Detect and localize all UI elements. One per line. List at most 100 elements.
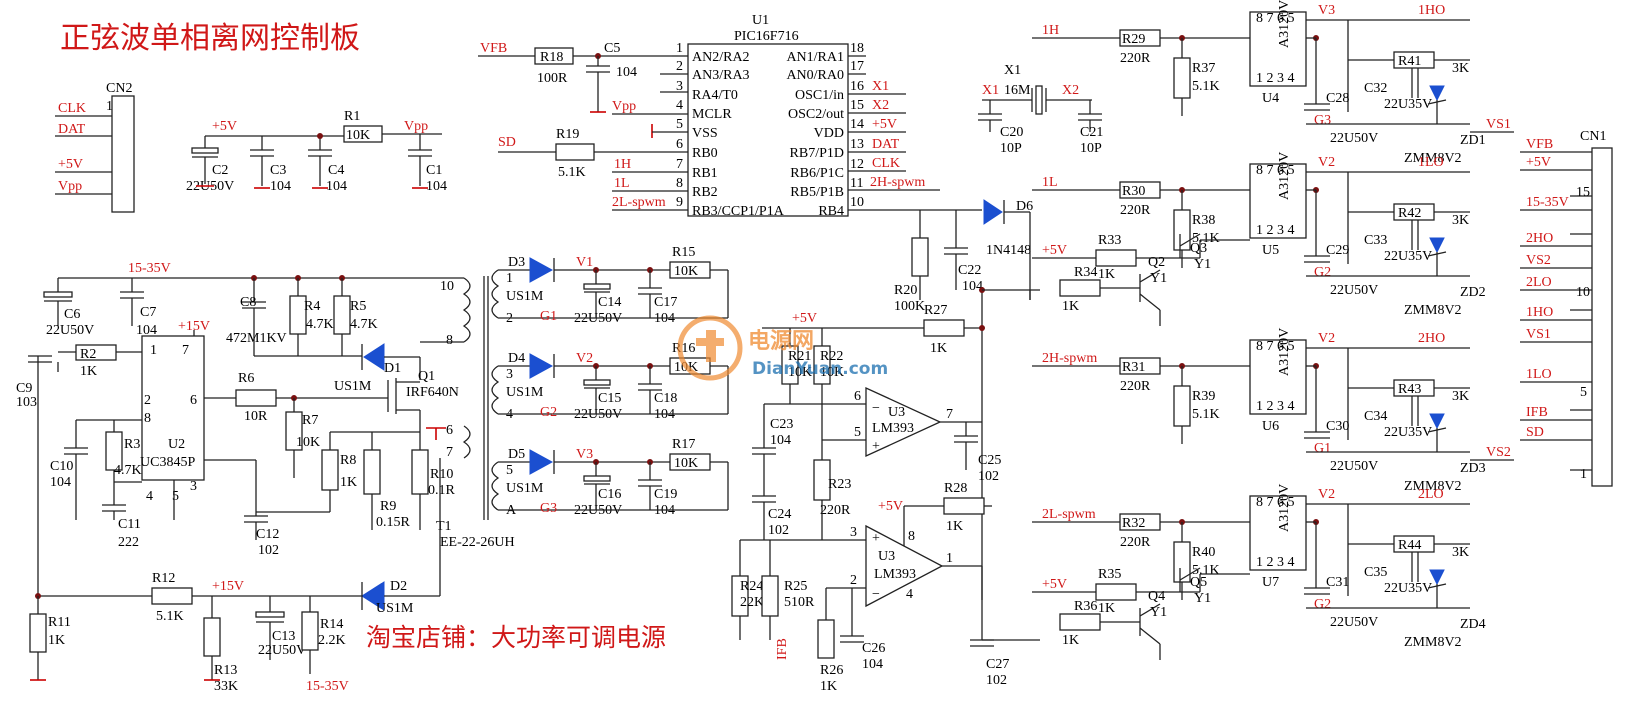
c3-ref: C3 <box>270 163 286 178</box>
bias-res-ref: R16 <box>672 341 695 356</box>
driver-out-res-ref: R43 <box>1398 382 1421 397</box>
decoupling-group: +5V C2 22U50V C3 104 C4 104 R1 10K Vpp C… <box>186 109 447 194</box>
opto-part: A3120V <box>1277 328 1292 376</box>
u2-ref: U2 <box>168 437 185 452</box>
driver-gnd-label: G1 <box>1314 441 1331 456</box>
watermark-logo-text: 电源网 <box>748 329 814 354</box>
d6-ref: D6 <box>1016 199 1033 214</box>
c6-ref: C6 <box>64 307 80 322</box>
r11-ref: R11 <box>48 615 71 630</box>
zener-val: ZMM8V2 <box>1404 479 1462 494</box>
shop-note: 淘宝店铺：大功率可调电源 <box>366 623 666 652</box>
r8-ref: R8 <box>340 453 356 468</box>
watermark: 电源网 DianYuan.com <box>677 315 888 381</box>
driver-input-res-ref: R30 <box>1122 184 1145 199</box>
opto-bottom-pins: 1 2 3 4 <box>1256 555 1295 570</box>
c11-val: 222 <box>118 535 139 550</box>
driver-supply-label: V2 <box>1318 331 1335 346</box>
transistor-b-ref: Q3 <box>1190 241 1207 256</box>
cn1-label: CN1 <box>1580 129 1606 144</box>
c26-ref: C26 <box>862 641 885 656</box>
bias-cap-ref: C16 <box>598 487 621 502</box>
zener-ref: ZD3 <box>1460 461 1486 476</box>
opto-bottom-pins: 1 2 3 4 <box>1256 399 1295 414</box>
r21-val: 10K <box>788 365 812 380</box>
cn1-signal-label: 15-35V <box>1526 195 1569 210</box>
bias-gate-label: G1 <box>540 309 557 324</box>
secondary-pin-a: 3 <box>506 367 513 382</box>
pullup-res-val: 1K <box>1098 267 1115 282</box>
t1-ref: T1 <box>436 519 452 534</box>
net-dat-u1: DAT <box>872 137 900 152</box>
x1-ref: X1 <box>1004 63 1021 78</box>
q1-ref: Q1 <box>418 369 435 384</box>
u1-right-pin-name: RB5/P1B <box>790 185 844 200</box>
cn1-pin15: 15 <box>1576 185 1590 200</box>
u1-left-pin-name: RB2 <box>692 185 718 200</box>
net-x2-u1: X2 <box>872 98 889 113</box>
driver-gnd-label: G2 <box>1314 265 1331 280</box>
t1-pin10: 10 <box>440 279 454 294</box>
r9-ref: R9 <box>380 499 396 514</box>
c25-ref: C25 <box>978 453 1001 468</box>
u2-pin7: 7 <box>182 343 189 358</box>
c12-val: 102 <box>258 543 279 558</box>
driver-out-res-val: 3K <box>1452 213 1469 228</box>
zener-ref: ZD1 <box>1460 133 1486 148</box>
driver-output-label: 2HO <box>1418 331 1445 346</box>
t1-part: EE-22-26UH <box>440 535 515 550</box>
zener-val: ZMM8V2 <box>1404 635 1462 650</box>
bias-cap-ref: C15 <box>598 391 621 406</box>
net-vfb-in: VFB <box>480 41 507 56</box>
r20-val: 100K <box>894 299 925 314</box>
r19-val: 5.1K <box>558 165 586 180</box>
c23-val: 104 <box>770 433 791 448</box>
c13-val: 22U50V <box>258 643 306 658</box>
net-5v-u3b: +5V <box>878 499 903 514</box>
u1-right-pin-name: VDD <box>814 126 844 141</box>
driver-vs-label: VS2 <box>1486 445 1511 460</box>
t1-pin8: 8 <box>446 333 453 348</box>
net-5v-u1: +5V <box>872 117 897 132</box>
cn2-clk: CLK <box>58 101 86 116</box>
u3b-ref: U3 <box>878 549 895 564</box>
u1-right-pin-num: 12 <box>850 157 864 172</box>
r3-val: 4.7K <box>114 463 142 478</box>
u1-right-pin-num: 17 <box>850 59 864 74</box>
r23-ref: R23 <box>828 477 851 492</box>
driver-input-label: 2H-spwm <box>1042 351 1097 366</box>
r1-val: 10K <box>346 128 370 143</box>
r22-val: 10K <box>820 365 844 380</box>
d1-ref: D1 <box>384 361 401 376</box>
bias-voltage-label: V2 <box>576 351 593 366</box>
driver-supply-label: V2 <box>1318 155 1335 170</box>
u1-right-pin-num: 11 <box>850 176 863 191</box>
opto-part: A3120V <box>1277 0 1292 48</box>
transistor-b-ref: Q5 <box>1190 575 1207 590</box>
u1-left-pin-num: 4 <box>676 98 683 113</box>
base-res-val: 1K <box>1062 633 1079 648</box>
driver-input-res-val: 220R <box>1120 203 1151 218</box>
c21-val: 10P <box>1080 141 1102 156</box>
base-res-val: 1K <box>1062 299 1079 314</box>
c3-val: 104 <box>270 179 291 194</box>
opto-top-pins: 8 7 6 5 <box>1256 163 1295 178</box>
flyback-section: 15-35V C6 22U50V C7 104 C8 472M1KV R4 4.… <box>16 261 515 694</box>
c5-val: 104 <box>616 65 637 80</box>
pullup-res-val: 1K <box>1098 601 1115 616</box>
r24-val: 22K <box>740 595 764 610</box>
driver-vs-label: VS1 <box>1486 117 1511 132</box>
transistor-a-part: Y1 <box>1150 605 1167 620</box>
diode-val: US1M <box>506 289 544 304</box>
zener-cap-ref: C32 <box>1364 81 1387 96</box>
driver-input-res-ref: R29 <box>1122 32 1145 47</box>
r12-val: 5.1K <box>156 609 184 624</box>
diode-val: US1M <box>506 385 544 400</box>
c7-val: 104 <box>136 323 157 338</box>
c13-ref: C13 <box>272 629 295 644</box>
r24-ref: R24 <box>740 579 763 594</box>
u3b-minus: − <box>872 587 880 602</box>
bias-voltage-label: V3 <box>576 447 593 462</box>
u1-right-pin-num: 18 <box>850 41 864 56</box>
